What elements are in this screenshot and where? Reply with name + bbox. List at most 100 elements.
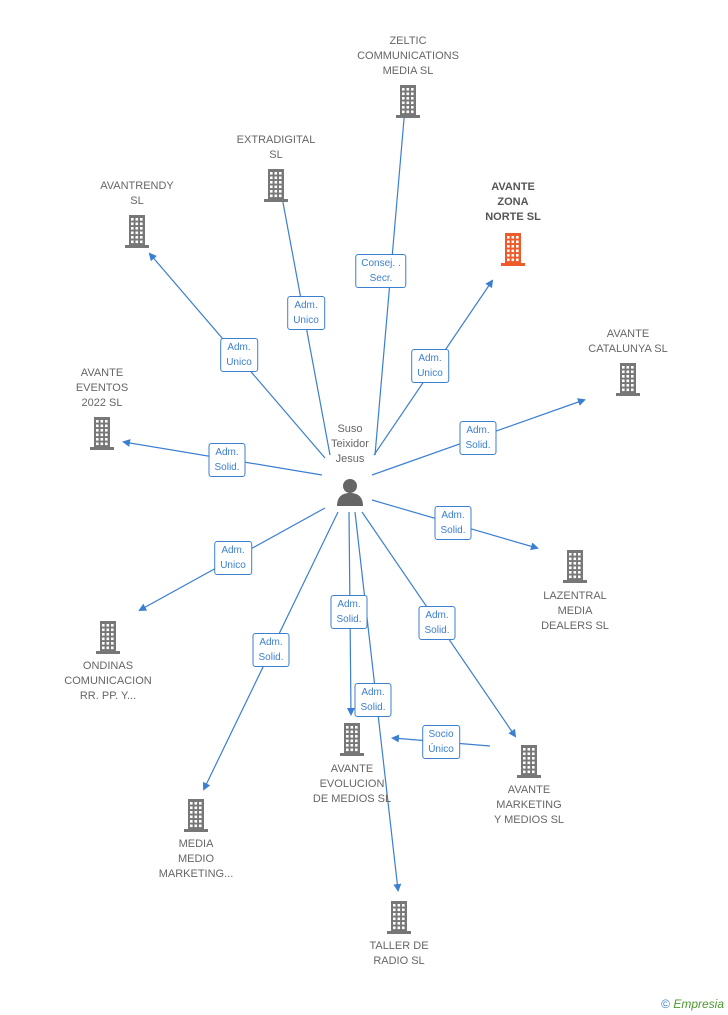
relation-label[interactable]: Adm. Solid. [418,606,456,640]
company-name-line: Y MEDIOS SL [493,814,565,826]
company-name-line: COMUNICACION [64,675,152,687]
company-name-line: TALLER DE [369,940,429,952]
building-icon [498,232,528,271]
relation-label-line: Secr. [369,273,393,284]
company-name-line: CATALUNYA SL [588,343,668,355]
company-name: AVANTE EVOLUCION DE MEDIOS SL [313,762,391,807]
company-name-line: DEALERS SL [541,620,609,632]
building-icon [122,214,152,253]
company-name-line: EVOLUCION [319,778,385,790]
relation-label[interactable]: Adm. Unico [220,338,258,372]
company-name-line: RADIO SL [373,955,425,967]
person-name-line: Teixidor [331,438,369,450]
company-name-line: AVANTE [80,367,124,379]
building-icon [93,620,123,659]
company-name-line: AVANTE [491,181,535,193]
relation-label-line: Adm. [215,447,239,458]
relation-label-line: Adm. [418,353,442,364]
company-name-line: AVANTE [606,328,650,340]
company-name: AVANTRENDY SL [100,179,174,209]
relation-label-line: Adm. [294,300,318,311]
relation-label[interactable]: Consej. . Secr. [355,254,407,288]
company-name-line: AVANTE [330,763,374,775]
building-icon [337,722,367,761]
relation-label-line: Solid. [336,614,362,625]
relation-label-line: Solid. [214,462,240,473]
relation-label-line: Solid. [440,525,466,536]
company-name-line: COMMUNICATIONS [357,50,459,62]
company-name: MEDIA MEDIO MARKETING... [159,837,234,882]
building-icon [393,84,423,123]
relation-label-line: Adm. [259,637,283,648]
company-name-line: MEDIA [557,605,593,617]
company-name-line: ONDINAS [82,660,134,672]
building-icon [181,798,211,837]
company-name-line: MARKETING... [158,868,234,880]
relation-label[interactable]: Adm.Unico [214,541,252,575]
company-name-line: EXTRADIGITAL [236,134,316,146]
company-name-line: SL [130,195,144,207]
company-name: AVANTE EVENTOS 2022 SL [76,366,128,411]
company-name-line: 2022 SL [81,397,123,409]
footer-brand: © Empresia [661,997,724,1011]
relation-label[interactable]: Adm. Solid. [354,683,392,717]
relation-label-line: Adm. [441,510,465,521]
relation-label-line: Solid. [424,625,450,636]
person-icon [337,479,363,506]
relation-label-line: Adm. [227,342,251,353]
company-name-line: MARKETING [496,799,562,811]
copyright-icon: © [661,997,670,1011]
building-icon [384,900,414,939]
company-name-line: MEDIA [178,838,214,850]
company-name-line: ZELTIC [389,35,427,47]
relation-label-line: Unico [293,315,319,326]
relation-label-line: Consej. . [361,258,401,269]
relation-label-line: Socio [428,729,454,740]
company-name-line: DE MEDIOS SL [312,793,392,805]
relation-label[interactable]: Adm. Solid. [434,506,472,540]
relation-label[interactable]: Adm. Solid. [459,421,497,455]
company-name: LAZENTRAL MEDIA DEALERS SL [541,589,609,634]
company-name-line: LAZENTRAL [543,590,607,602]
company-name-line: NORTE SL [485,211,541,223]
relation-label-line: Solid. [465,440,491,451]
relation-label-line: Unico [417,368,443,379]
relation-label[interactable]: Adm. Unico [411,349,449,383]
person-name-line: Suso [337,423,363,435]
brand-name: Empresia [673,997,724,1011]
building-icon [261,168,291,207]
company-name: AVANTE MARKETING Y MEDIOS SL [494,783,564,828]
company-name-line: ZONA [497,196,529,208]
relation-label-line: Unico [220,560,246,571]
relation-label[interactable]: Adm. Solid. [252,633,290,667]
company-name-line: MEDIO [177,853,215,865]
company-name-line: MEDIA SL [382,65,434,77]
relation-label-line: Solid. [258,652,284,663]
relation-label-line: Unico [226,357,252,368]
person-name-line: Jesus [335,453,365,465]
building-icon [613,362,643,401]
building-icon [560,549,590,588]
relation-label-line: Adm. [466,425,490,436]
building-icon [514,744,544,783]
relation-label-line: Adm. [361,687,385,698]
company-name: ZELTIC COMMUNICATIONS MEDIA SL [357,34,459,79]
relation-label-line: Único [428,744,454,755]
company-name-line: AVANTE [507,784,551,796]
relation-label[interactable]: Adm.Solid. [330,595,368,629]
relation-label[interactable]: Adm. Solid. [208,443,246,477]
company-name-line: EVENTOS [75,382,129,394]
company-name: EXTRADIGITAL SL [237,133,316,163]
relation-label[interactable]: Adm. Unico [287,296,325,330]
company-name-line: SL [269,149,283,161]
building-icon [87,416,117,455]
company-name-line: AVANTRENDY [100,180,174,192]
relation-label-line: Solid. [360,702,386,713]
company-name: TALLER DE RADIO SL [369,939,428,969]
relation-label-line: Adm. [425,610,449,621]
